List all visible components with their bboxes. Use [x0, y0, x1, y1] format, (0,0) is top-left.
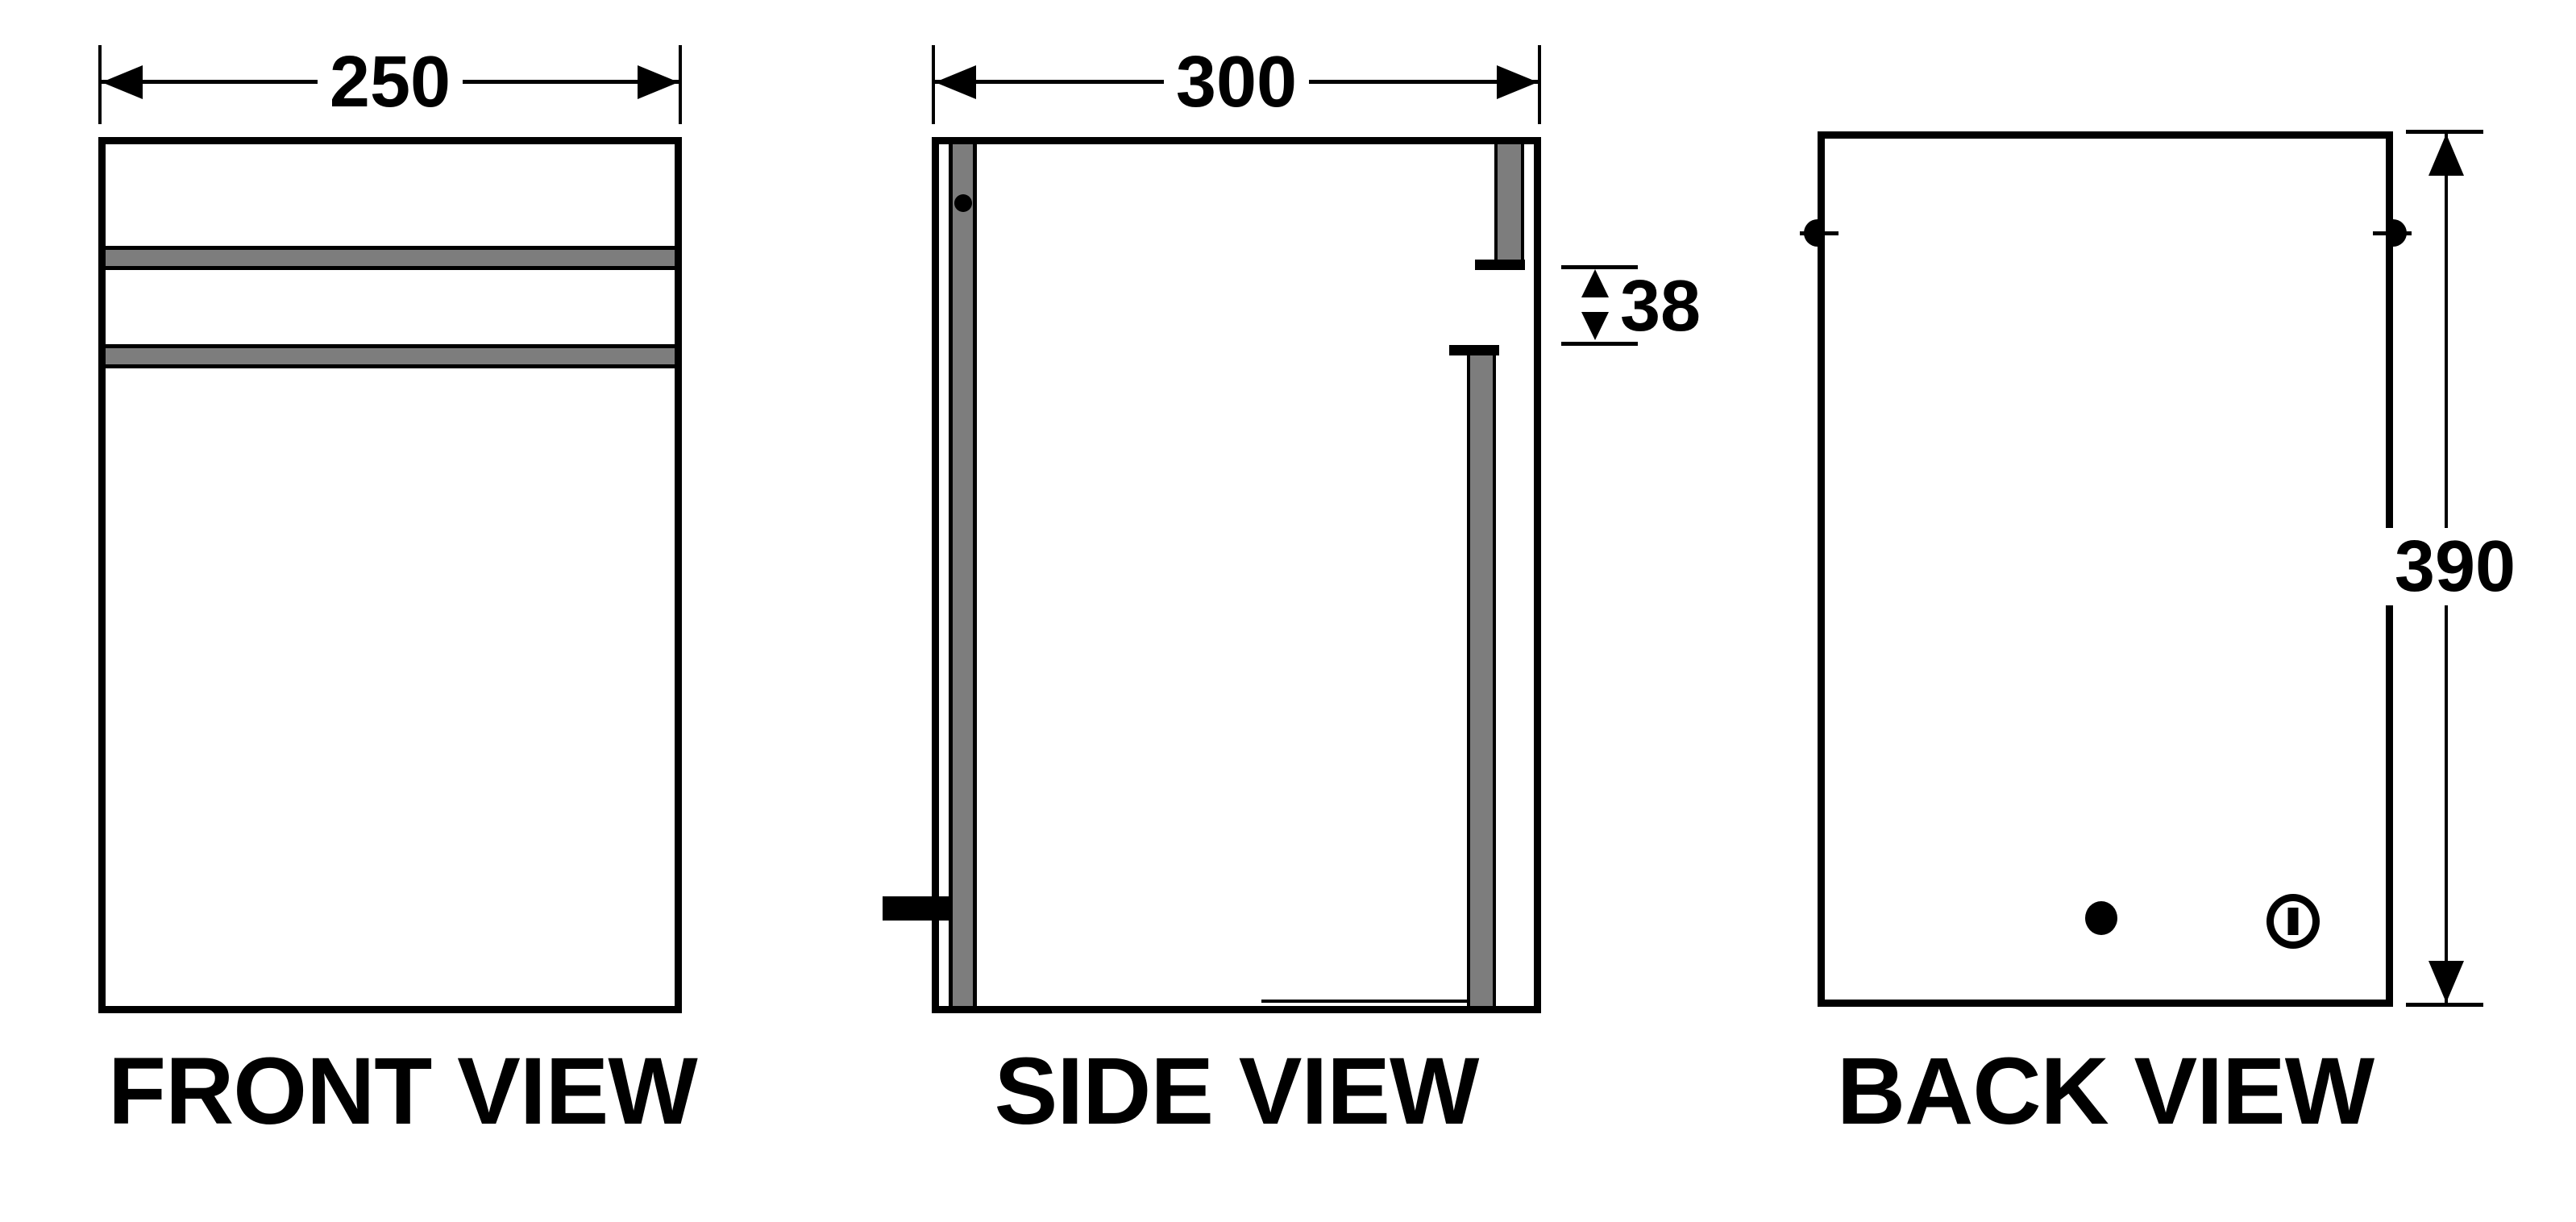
side-view-outline-box: [932, 137, 1541, 1013]
front-panel-strip-lower: [106, 344, 675, 368]
front-view-label: FRONT VIEW: [108, 1038, 698, 1145]
cable-entry-dot: [2085, 901, 2117, 935]
side-lower-bracket-cap: [1449, 345, 1499, 355]
side-extension-line-right: [1538, 45, 1541, 124]
bracket-gap-dimension-value: 38: [1619, 266, 1701, 347]
front-extension-line-right: [679, 45, 682, 124]
mounting-point-tick-left: [1800, 231, 1839, 235]
front-view-outline-box: [98, 137, 682, 1013]
power-switch-bar-icon: [2287, 908, 2299, 935]
back-view-outline-box: [1818, 131, 2393, 1007]
front-extension-line-left: [98, 45, 102, 124]
side-upper-bracket-bar: [1494, 144, 1524, 260]
side-upper-bracket-cap: [1475, 260, 1525, 270]
side-extension-line-left: [932, 45, 935, 124]
gap-dimension-tick-top: [1561, 265, 1638, 269]
front-panel-strip-upper: [106, 246, 675, 270]
front-width-dimension-value: 250: [318, 46, 463, 118]
arrowhead-down-icon: [2429, 961, 2464, 1003]
back-height-dimension-value: 390: [2386, 528, 2524, 605]
arrowhead-left-icon: [102, 65, 143, 99]
side-bottom-panel-line: [1261, 1000, 1467, 1003]
side-fixing-dot: [954, 194, 972, 212]
height-dimension-tick-bottom: [2406, 1003, 2483, 1007]
arrowhead-left-icon: [935, 65, 976, 99]
arrowhead-down-icon: [1581, 312, 1609, 340]
side-lower-bracket-bar: [1467, 355, 1496, 1006]
back-view-label: BACK VIEW: [1836, 1038, 2374, 1145]
side-mounting-tab: [883, 896, 953, 921]
power-switch-icon: [2266, 894, 2320, 949]
height-dimension-tick-top: [2406, 130, 2483, 134]
arrowhead-up-icon: [2429, 134, 2464, 176]
arrowhead-right-icon: [638, 65, 679, 99]
side-view-label: SIDE VIEW: [994, 1038, 1480, 1145]
side-depth-dimension-value: 300: [1164, 46, 1309, 118]
gap-dimension-tick-bottom: [1561, 342, 1638, 346]
mounting-point-tick-right: [2373, 231, 2412, 235]
arrowhead-up-icon: [1581, 269, 1609, 297]
arrowhead-right-icon: [1497, 65, 1538, 99]
side-front-panel-bar: [949, 144, 977, 1006]
